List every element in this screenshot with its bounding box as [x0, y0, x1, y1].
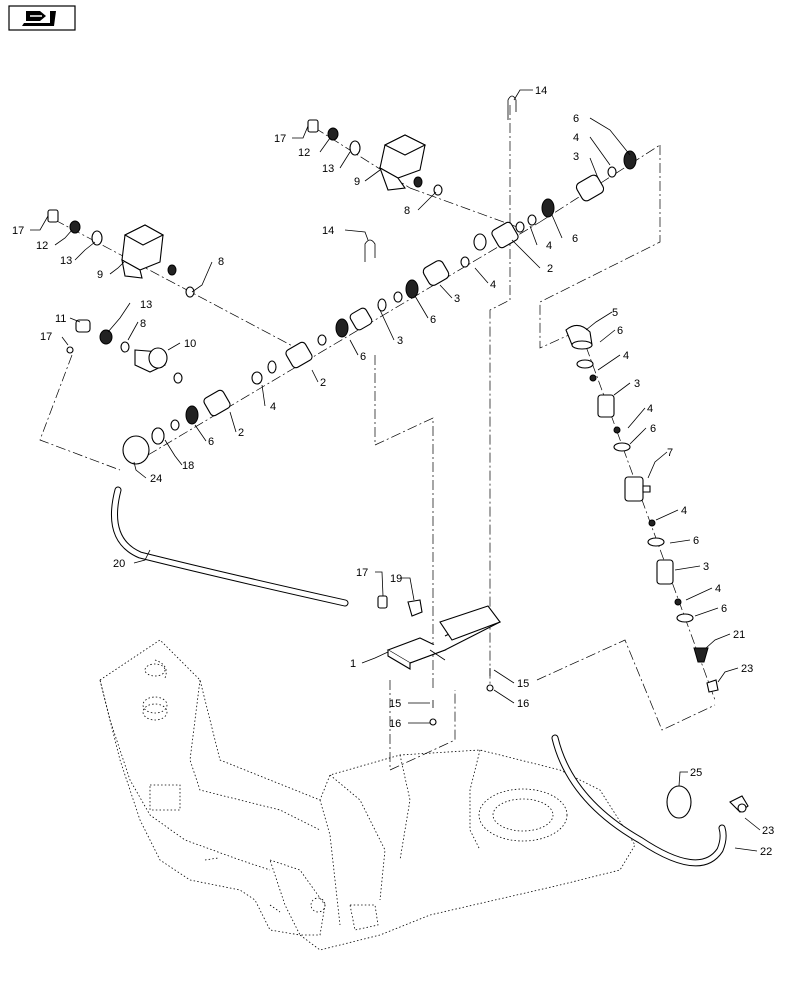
callout-14: 14 [322, 225, 334, 237]
callout-13: 13 [140, 299, 152, 311]
callout-11: 11 [55, 313, 66, 325]
vertical-branch-parts [565, 324, 719, 693]
callout-3: 3 [397, 335, 403, 347]
callout-4: 4 [490, 279, 496, 291]
callout-2: 2 [238, 427, 244, 439]
callout-21: 21 [733, 629, 745, 641]
fittings-17-19 [377, 595, 423, 617]
callout-9: 9 [97, 269, 103, 281]
callout-3: 3 [703, 561, 709, 573]
callout-6: 6 [617, 325, 623, 337]
callout-3: 3 [454, 293, 460, 305]
callout-22: 22 [760, 846, 772, 858]
callout-labels: 14 6 4 3 17 12 13 9 8 6 4 2 14 17 12 13 … [12, 85, 774, 858]
callout-3: 3 [573, 151, 579, 163]
callout-3: 3 [634, 378, 640, 390]
callout-17: 17 [274, 133, 286, 145]
callout-16: 16 [389, 718, 401, 730]
return-button[interactable] [8, 5, 76, 31]
callout-13: 13 [322, 163, 334, 175]
callout-4: 4 [573, 132, 579, 144]
callout-9: 9 [354, 176, 360, 188]
bolts-15-16 [429, 668, 494, 726]
callout-19: 19 [390, 573, 402, 585]
callout-16: 16 [517, 698, 529, 710]
callout-4: 4 [681, 505, 687, 517]
callout-8: 8 [218, 256, 224, 268]
callout-15: 15 [389, 698, 401, 710]
valve-9-upper [378, 134, 427, 191]
callout-6: 6 [360, 351, 366, 363]
callout-6: 6 [650, 423, 656, 435]
callout-1: 1 [350, 658, 356, 670]
hose-22 [551, 734, 727, 867]
fittings-11-13-8-10 [66, 319, 183, 384]
callout-10: 10 [184, 338, 196, 350]
callout-20: 20 [113, 558, 125, 570]
callout-4: 4 [647, 403, 653, 415]
callout-13: 13 [60, 255, 72, 267]
callout-8: 8 [404, 205, 410, 217]
header-tees [151, 150, 637, 445]
u-pin-14-upper [507, 95, 517, 120]
u-pin-14-lower [364, 239, 376, 262]
callout-6: 6 [693, 535, 699, 547]
callout-6: 6 [572, 233, 578, 245]
callout-14: 14 [535, 85, 547, 97]
callout-6: 6 [721, 603, 727, 615]
callout-7: 7 [667, 447, 673, 459]
callout-4: 4 [623, 350, 629, 362]
callout-25: 25 [690, 767, 702, 779]
callout-23: 23 [762, 825, 774, 837]
callout-4: 4 [270, 401, 276, 413]
bracket-1 [386, 605, 502, 670]
callout-17: 17 [12, 225, 24, 237]
callout-6: 6 [430, 314, 436, 326]
callout-12: 12 [36, 240, 48, 252]
callout-12: 12 [298, 147, 310, 159]
callout-4: 4 [546, 240, 552, 252]
fittings-left [47, 209, 195, 298]
return-arrow-icon [22, 11, 56, 26]
callout-17: 17 [356, 567, 368, 579]
callout-6: 6 [208, 436, 214, 448]
callout-23: 23 [741, 663, 753, 675]
leader-lines [30, 89, 761, 852]
callout-4: 4 [715, 583, 721, 595]
gasket-25 [666, 785, 692, 819]
clamp-23 [729, 795, 749, 813]
valve-9-left [121, 224, 165, 279]
callout-5: 5 [612, 307, 618, 319]
callout-8: 8 [140, 318, 146, 330]
callout-24: 24 [150, 473, 162, 485]
callout-2: 2 [547, 263, 553, 275]
callout-17: 17 [40, 331, 52, 343]
callout-2: 2 [320, 377, 326, 389]
sprayer-tank-outline [99, 639, 636, 951]
callout-18: 18 [182, 460, 194, 472]
callout-15: 15 [517, 678, 529, 690]
hose-20 [111, 486, 349, 607]
callout-6: 6 [573, 113, 579, 125]
end-cap-24 [122, 427, 165, 465]
